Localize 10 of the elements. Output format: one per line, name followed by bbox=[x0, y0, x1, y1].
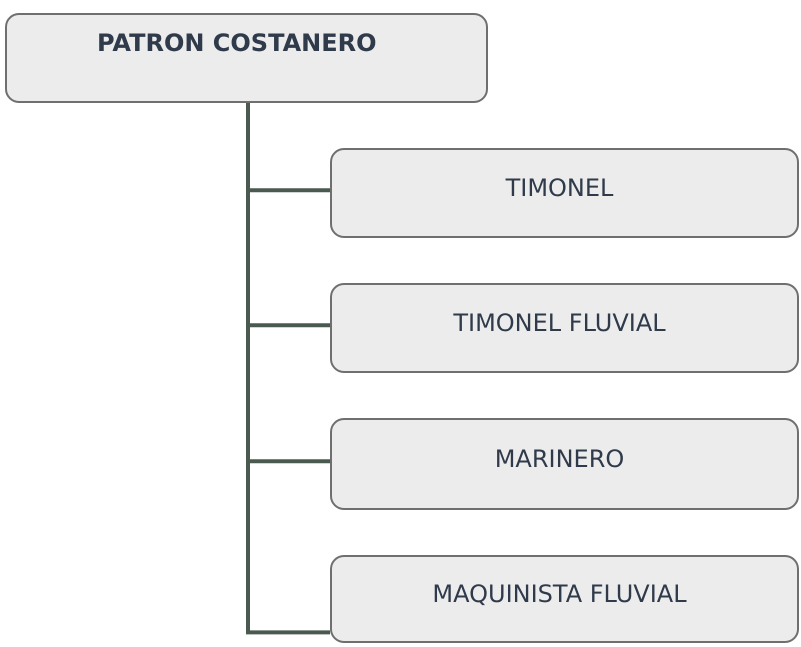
role-box bbox=[330, 283, 799, 373]
role-box bbox=[330, 555, 799, 643]
role-title: PATRON COSTANERO bbox=[97, 29, 377, 57]
role-title: MARINERO bbox=[494, 445, 624, 473]
role-box bbox=[5, 13, 488, 103]
role-box bbox=[330, 418, 799, 510]
role-box bbox=[330, 148, 799, 238]
role-title: TIMONEL bbox=[506, 174, 614, 202]
role-title: TIMONEL FLUVIAL bbox=[453, 309, 666, 337]
role-title: MAQUINISTA FLUVIAL bbox=[432, 580, 687, 608]
